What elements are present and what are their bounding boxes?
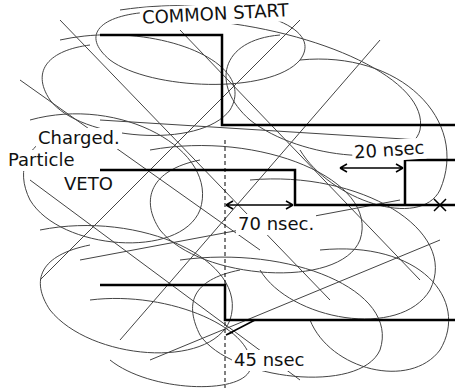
time-dimension: 45 nsec (232, 350, 306, 371)
arrow-70 (226, 201, 293, 209)
common-start-signal (100, 35, 455, 125)
veto-return (405, 160, 455, 205)
signal-name: Charged. (36, 128, 122, 149)
arrow-20 (340, 164, 403, 172)
veto-signal (100, 170, 455, 205)
scribbles (20, 6, 449, 387)
third-signal (100, 285, 455, 320)
arrow-45 (226, 320, 255, 335)
cross-mark (434, 199, 446, 211)
time-dimension: 70 nsec. (236, 214, 316, 235)
signal-name: VETO (62, 174, 115, 195)
signal-name: Particle (6, 150, 77, 171)
reference-line (225, 140, 226, 388)
dimension-arrows (226, 164, 446, 335)
signal-name: COMMON START (140, 0, 292, 29)
signal-lines (100, 35, 455, 320)
